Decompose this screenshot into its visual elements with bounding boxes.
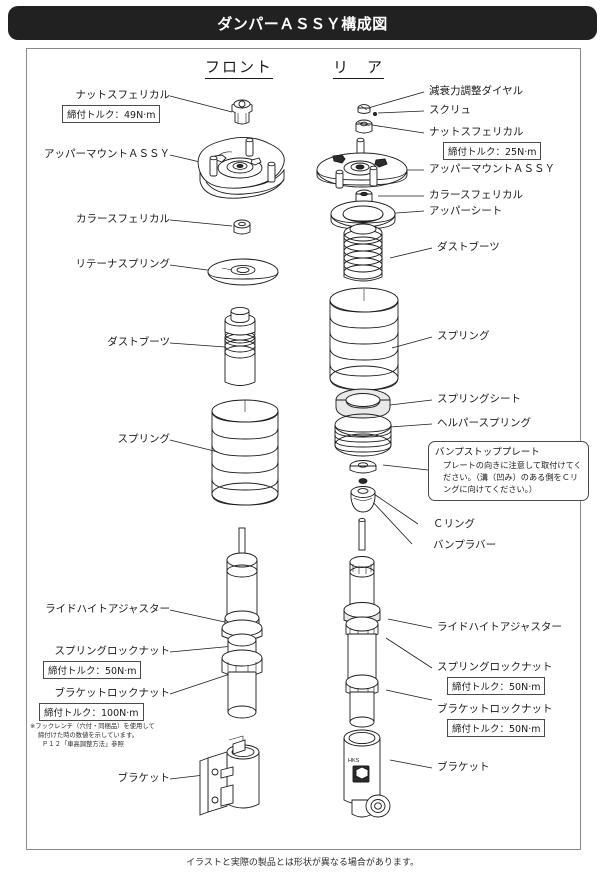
label-rear-bracket-lock-nut: ブラケットロックナット bbox=[437, 703, 553, 715]
label-rear-nut-spherical: ナットスフェリカル bbox=[429, 126, 524, 138]
label-rear-spring-seat: スプリングシート bbox=[437, 393, 521, 405]
page-title: ダンパーＡＳＳＹ構成図 bbox=[217, 14, 388, 33]
label-rear-upper-mount: アッパーマウントＡＳＳＹ bbox=[429, 163, 555, 175]
callout-body: プレートの向きに注意して取付けてください。（溝（凹み）のある側をＣリングに向けて… bbox=[443, 460, 582, 494]
bump-stop-plate-callout: バンプストッププレート プレートの向きに注意して取付けてください。（溝（凹み）の… bbox=[428, 441, 589, 502]
label-rear-upper-seat: アッパーシート bbox=[429, 205, 503, 217]
label-front-spring-lock-nut: スプリングロックナット bbox=[54, 645, 171, 657]
label-rear-ride-height-adjuster: ライドハイトアジャスター bbox=[437, 621, 562, 633]
label-front-spring: スプリング bbox=[117, 433, 171, 445]
footer-disclaimer: イラストと実際の製品とは形状が異なる場合があります。 bbox=[186, 858, 419, 868]
label-front-bracket: ブラケット bbox=[117, 772, 171, 784]
label-front-retainer-spring: リテーナスプリング bbox=[75, 258, 171, 270]
column-heading-rear: リ ア bbox=[333, 56, 385, 79]
callout-title: バンプストッププレート bbox=[435, 447, 540, 458]
label-rear-c-ring: Ｃリング bbox=[433, 518, 475, 530]
label-rear-bump-rubber: バンプラバー bbox=[433, 539, 497, 551]
label-rear-spring: スプリング bbox=[437, 330, 490, 342]
torque-front-spring-lock-nut: 締付トルク：50N·m bbox=[43, 661, 142, 679]
torque-front-bracket-lock-nut: 締付トルク：100N·m bbox=[39, 703, 144, 721]
torque-rear-nut-spherical: 締付トルク：25N·m bbox=[443, 142, 542, 160]
label-rear-collar-spherical: カラースフェリカル bbox=[429, 189, 523, 201]
label-rear-dust-boot: ダストブーツ bbox=[437, 241, 500, 253]
footnote-hook-wrench: ※フックレンチ（穴付・同梱品）を使用して 締付けた時の数値を示しています。 Ｐ１… bbox=[30, 723, 155, 749]
torque-rear-bracket-lock-nut: 締付トルク：50N·m bbox=[447, 719, 546, 737]
label-rear-bracket: ブラケット bbox=[437, 761, 490, 773]
label-rear-helper-spring: ヘルパースプリング bbox=[437, 417, 531, 429]
label-front-dust-boot: ダストブーツ bbox=[107, 336, 170, 348]
page-header-banner: ダンパーＡＳＳＹ構成図 bbox=[8, 6, 597, 40]
torque-rear-spring-lock-nut: 締付トルク：50N·m bbox=[447, 677, 546, 695]
label-front-upper-mount: アッパーマウントＡＳＳＹ bbox=[44, 148, 170, 160]
label-rear-spring-lock-nut: スプリングロックナット bbox=[437, 661, 553, 673]
column-heading-front: フロント bbox=[205, 56, 274, 79]
label-front-nut-spherical: ナットスフェリカル bbox=[75, 89, 171, 101]
label-front-ride-height-adjuster: ライドハイトアジャスター bbox=[45, 603, 170, 615]
label-front-collar-spherical: カラースフェリカル bbox=[76, 213, 170, 225]
label-rear-screw: スクリュ bbox=[429, 104, 471, 116]
label-front-bracket-lock-nut: ブラケットロックナット bbox=[54, 687, 171, 699]
torque-front-nut-spherical: 締付トルク：49N·m bbox=[62, 105, 161, 123]
label-rear-damping-dial: 減衰力調整ダイヤル bbox=[429, 85, 524, 97]
